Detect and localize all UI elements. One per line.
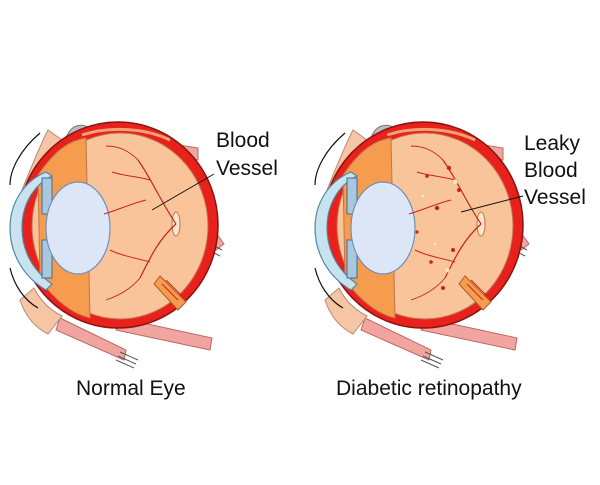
leak-spots: [415, 165, 461, 290]
leaky-vessel-pointer-line: [460, 195, 524, 213]
leaky-vessel-label-line2: Blood: [524, 159, 578, 182]
diabetic-retinopathy-caption: Diabetic retinopathy: [336, 377, 522, 400]
blood-vessel-label-line1: Blood: [216, 129, 270, 152]
leaky-vessel-label-line1: Leaky: [524, 132, 581, 155]
blood-vessel-label-line2: Vessel: [216, 157, 278, 180]
vessel-pointer-line: [151, 173, 215, 211]
diabetic-eye: [313, 120, 531, 370]
normal-eye-caption: Normal Eye: [76, 377, 186, 400]
leaky-vessel-label-line3: Vessel: [524, 186, 586, 209]
normal-eye: [8, 120, 226, 370]
exudates: [420, 179, 458, 273]
